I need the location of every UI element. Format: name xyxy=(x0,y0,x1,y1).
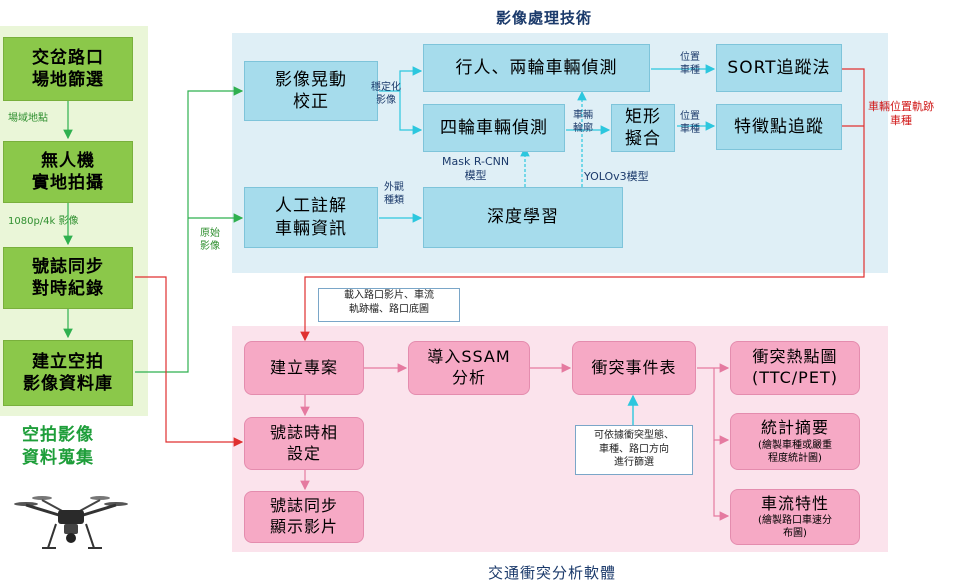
sort-tracking-box[interactable]: SORT追蹤法 xyxy=(716,44,842,92)
ped-twowheel-detect-box[interactable]: 行人、兩輪車輛偵測 xyxy=(423,44,650,92)
position-type-label-1: 位置 車種 xyxy=(680,52,700,76)
manual-annotation-box[interactable]: 人工註解 車輛資訊 xyxy=(244,187,378,248)
fourwheel-detect-box[interactable]: 四輪車輛偵測 xyxy=(423,104,565,152)
flow-char-box[interactable]: 車流特性 (繪製路口車速分 布圖) xyxy=(730,489,860,545)
raw-video-label: 原始 影像 xyxy=(200,228,220,252)
image-processing-title: 影像處理技術 xyxy=(496,9,593,27)
deep-learning-box[interactable]: 深度學習 xyxy=(423,187,623,248)
load-inputs-note: 載入路口影片、車流 軌跡檔、路口底圖 xyxy=(318,288,460,322)
flow-char-title: 車流特性 xyxy=(760,493,829,513)
arrow-database-to-processing xyxy=(135,86,244,373)
vehicle-contour-label: 車輛 輪廓 xyxy=(573,110,593,134)
arrow-trajectory-to-project xyxy=(300,68,865,342)
mask-rcnn-label: Mask R-CNN 模型 xyxy=(442,155,510,182)
arrow-signal-to-phase xyxy=(135,276,244,447)
arrow-table-to-flow xyxy=(713,440,730,521)
rect-fit-box[interactable]: 矩形 擬合 xyxy=(611,104,675,152)
conflict-software-title: 交通衝突分析軟體 xyxy=(488,564,617,582)
trajectory-output-label: 車輛位置軌跡 車種 xyxy=(868,100,934,127)
flow-char-subtitle: (繪製路口車速分 布圖) xyxy=(758,515,832,540)
drone-shooting-box[interactable]: 無人機 實地拍攝 xyxy=(3,141,133,203)
stats-summary-box[interactable]: 統計摘要 (繪製車種或嚴重 程度統計圖) xyxy=(730,413,860,470)
arrow-stabilize-to-fourwheel xyxy=(399,91,423,135)
create-project-box[interactable]: 建立專案 xyxy=(244,341,364,395)
feature-tracking-box[interactable]: 特徵點追蹤 xyxy=(716,104,842,150)
site-location-label: 場域地點 xyxy=(8,113,48,124)
conflict-table-box[interactable]: 衝突事件表 xyxy=(572,341,696,395)
arrow-table-to-stats xyxy=(713,368,730,445)
site-selection-box[interactable]: 交岔路口 場地篩選 xyxy=(3,37,133,101)
stabilization-box[interactable]: 影像晃動 校正 xyxy=(244,61,378,121)
signal-video-box[interactable]: 號誌同步 顯示影片 xyxy=(244,491,364,543)
stats-summary-subtitle: (繪製車種或嚴重 程度統計圖) xyxy=(758,439,832,464)
aerial-collection-title: 空拍影像 資料蒐集 xyxy=(22,425,94,468)
signal-sync-box[interactable]: 號誌同步 對時紀錄 xyxy=(3,247,133,309)
position-type-label-2: 位置 車種 xyxy=(680,111,700,135)
video-resolution-label: 1080p/4k 影像 xyxy=(8,216,79,227)
hotspot-map-box[interactable]: 衝突熱點圖 (TTC/PET) xyxy=(730,341,860,395)
stabilized-video-label: 穩定化 影像 xyxy=(371,82,401,106)
yolov3-label: YOLOv3模型 xyxy=(584,170,649,183)
stats-summary-title: 統計摘要 xyxy=(760,418,829,438)
filter-hint-note: 可依據衝突型態、 車種、路口方向 進行篩選 xyxy=(575,425,693,475)
build-database-box[interactable]: 建立空拍 影像資料庫 xyxy=(3,340,133,406)
signal-phase-box[interactable]: 號誌時相 設定 xyxy=(244,417,364,470)
import-ssam-box[interactable]: 導入SSAM 分析 xyxy=(408,341,530,395)
drone-icon xyxy=(14,496,128,549)
appearance-type-label: 外觀 種類 xyxy=(384,182,404,206)
arrow-stabilize-to-ped xyxy=(379,66,423,92)
